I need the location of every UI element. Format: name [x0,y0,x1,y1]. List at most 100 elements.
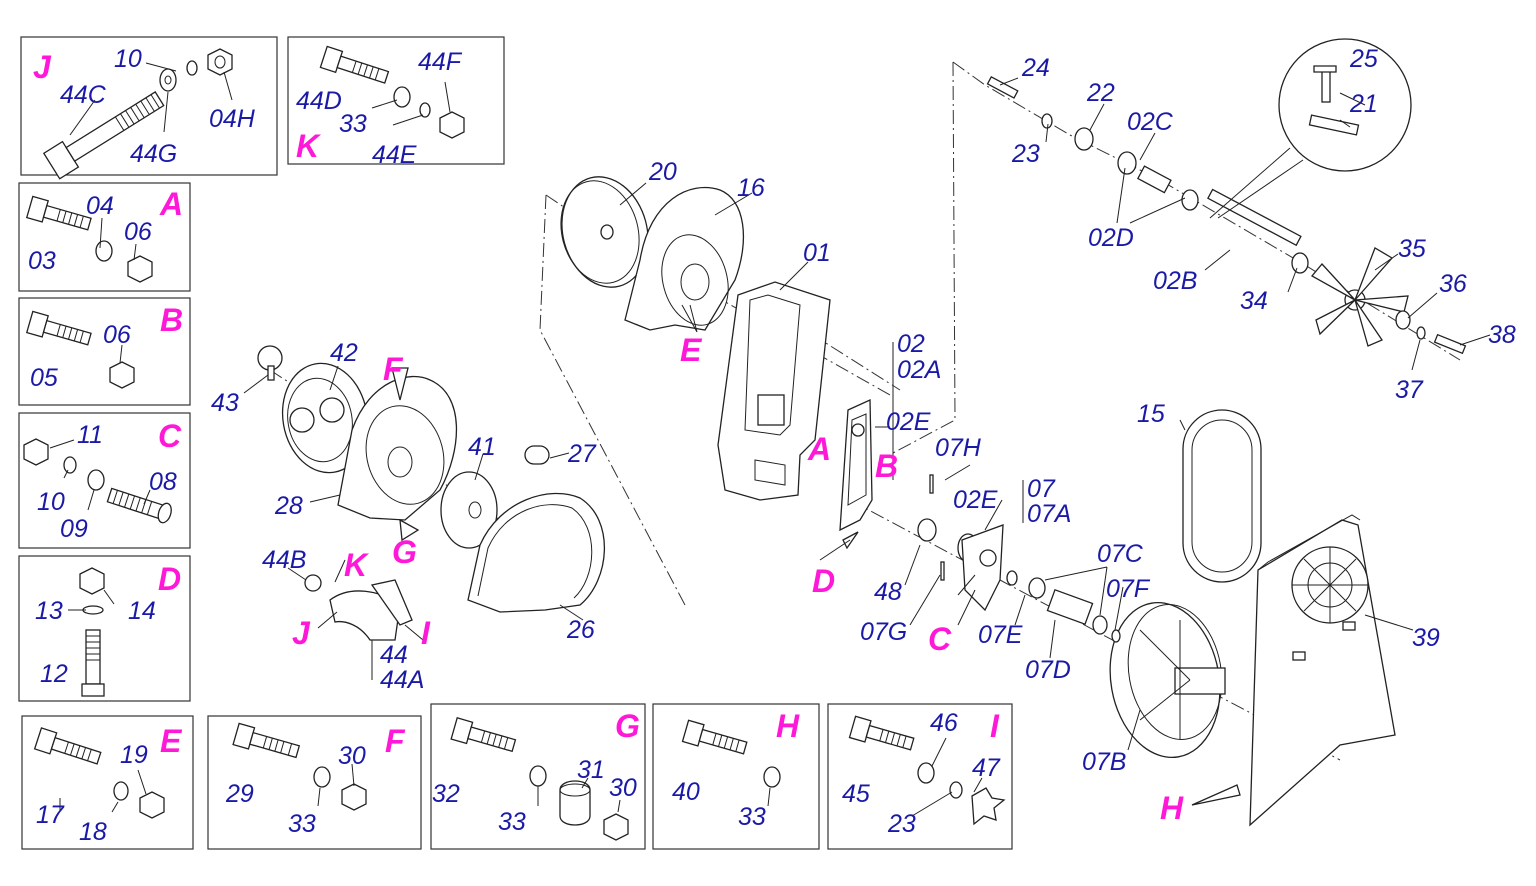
label-44f: 44F [418,48,463,76]
detail-box-b: B 06 05 [18,297,191,406]
callout-h: H [1160,790,1184,826]
label-02c: 02C [1127,108,1174,136]
label-23-i: 23 [887,810,916,838]
detail-letter-e: E [160,723,183,759]
label-38: 38 [1488,321,1516,349]
detail-letter-j: J [33,49,52,85]
label-33-k: 33 [339,110,367,138]
detail-letter-d: D [158,561,181,597]
detail-box-f: F 30 29 33 [207,715,422,850]
callout-arrows [317,304,1241,806]
detail-box-g: G 31 33 32 30 [430,703,646,850]
label-11: 11 [77,421,103,449]
label-07f: 07F [1106,575,1151,603]
label-17: 17 [36,801,65,829]
shaft-assembly-top [986,75,1309,274]
label-47: 47 [972,754,1001,782]
detail-box-k: K 44D 44F 33 44E [287,36,505,169]
label-04h: 04H [209,105,256,133]
detail-letter-k: K [296,128,322,164]
spiral-26 [467,445,606,613]
label-02e-top: 02E [886,408,931,436]
callout-j: J [292,615,311,651]
bearing-group-07 [917,474,1121,643]
leader-lines [243,77,1491,751]
label-46: 46 [930,709,958,737]
callout-i: I [421,615,431,651]
callout-b: B [875,448,898,484]
label-41: 41 [468,433,496,461]
label-01: 01 [803,239,831,267]
pulley-20 [560,176,649,288]
callout-c: C [928,621,952,657]
callout-letters: E A B D F G K J I C H [292,332,1184,826]
detail-box-d: D 13 14 12 [18,555,191,702]
detail-bubble-key [1209,38,1412,219]
label-48: 48 [874,578,902,606]
label-09: 09 [60,515,88,543]
housing-left [257,345,498,549]
detail-box-j: J 10 44C 04H 44G [20,36,278,180]
detail-box-i: I 46 47 45 23 [827,703,1013,850]
detail-letter-c: C [158,418,182,454]
label-02b: 02B [1153,267,1197,295]
label-02e-mid: 02E [953,486,998,514]
label-40: 40 [672,778,700,806]
label-07h: 07H [935,434,982,462]
detail-box-h: H 40 33 [652,703,820,850]
detail-letter-a: A [159,186,183,222]
detail-letter-i: I [990,708,1000,744]
callout-f: F [383,351,404,387]
label-33-h: 33 [738,803,766,831]
label-05: 05 [30,364,58,392]
label-07b: 07B [1082,748,1126,776]
callout-e: E [680,332,703,368]
label-12: 12 [40,660,68,688]
label-03: 03 [28,247,56,275]
label-44c: 44C [60,81,107,109]
label-06-a: 06 [124,218,152,246]
detail-box-a: A 04 06 03 [18,182,191,292]
label-28: 28 [274,492,303,520]
label-14: 14 [128,597,156,625]
bracket-02 [839,398,873,532]
label-15: 15 [1137,400,1165,428]
label-45: 45 [842,780,870,808]
label-35: 35 [1398,235,1426,263]
detail-box-e: E 19 17 18 [21,715,194,850]
guard-39 [1249,514,1396,827]
label-39: 39 [1412,624,1440,652]
label-21: 21 [1349,90,1378,118]
label-02d: 02D [1088,224,1134,252]
label-42: 42 [330,339,358,367]
label-43: 43 [211,389,239,417]
chute-44 [304,574,413,641]
label-22: 22 [1086,79,1115,107]
label-44g: 44G [130,140,177,168]
label-10-j: 10 [114,45,142,73]
pulley-07b [1109,601,1226,759]
label-44e: 44E [372,141,417,169]
label-24: 24 [1021,54,1050,82]
callout-d: D [812,563,835,599]
label-44a: 44A [380,666,424,694]
label-33-g: 33 [498,808,526,836]
label-26: 26 [566,616,595,644]
label-19: 19 [120,741,148,769]
housing-cover-16 [624,186,745,331]
label-02: 02 [897,330,925,358]
main-labels: 20 16 01 02 02A 02E 24 22 02C 23 02D 25 … [211,45,1516,776]
label-07a: 07A [1027,500,1071,528]
label-33-f: 33 [288,810,316,838]
label-20: 20 [648,158,677,186]
label-10-c: 10 [37,488,65,516]
label-30-f: 30 [338,742,366,770]
fan-35 [1310,247,1467,355]
label-23: 23 [1011,140,1040,168]
label-36: 36 [1439,270,1467,298]
label-30-g: 30 [609,774,637,802]
detail-box-c: C 11 10 09 08 [18,412,191,549]
label-07: 07 [1027,475,1056,503]
detail-letter-b: B [160,302,183,338]
